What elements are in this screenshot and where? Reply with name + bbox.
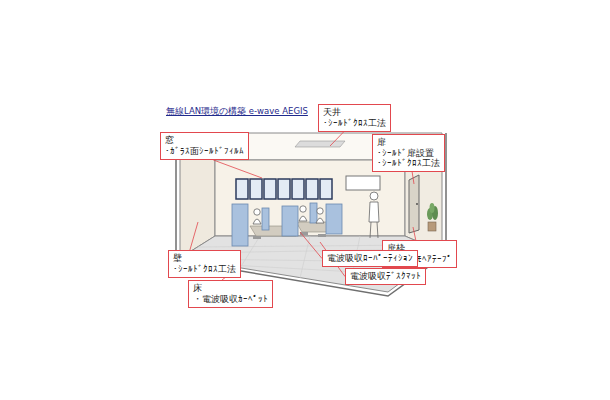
callout-heading: 電波吸収ﾃﾞｽｸﾏｯﾄ — [350, 271, 421, 282]
callout-heading: 電波吸収ﾛｰﾊﾟｰﾃｨｼｮﾝ — [327, 253, 413, 264]
callout-box: 床・電波吸収ｶｰﾍﾟｯﾄ — [188, 280, 273, 308]
diagram-title: 無線LAN環境の構築 e-wave AEGIS — [166, 106, 308, 118]
people — [253, 192, 379, 238]
callout-item: ・ｶﾞﾗｽ面ｼｰﾙﾄﾞﾌｨﾙﾑ — [165, 146, 244, 157]
callout-box: 電波吸収ﾃﾞｽｸﾏｯﾄ — [345, 268, 426, 285]
callout-item: ・ｼｰﾙﾄﾞｸﾛｽ工法 — [377, 158, 440, 169]
callout-heading: 天井 — [323, 107, 386, 118]
callout-item: ・ｼｰﾙﾄﾞ扉設置 — [377, 148, 440, 159]
partitions — [232, 203, 342, 246]
chairs — [253, 232, 326, 239]
leader-line — [412, 172, 414, 184]
leader-line — [190, 222, 198, 250]
callout-heading: 扉 — [377, 137, 440, 148]
leader-line — [300, 232, 322, 259]
leader-line — [213, 160, 262, 178]
callout-box: 電波吸収ﾛｰﾊﾟｰﾃｨｼｮﾝ — [322, 250, 418, 267]
leader-line — [413, 227, 416, 240]
callout-item: ・ｼｰﾙﾄﾞｸﾛｽ工法 — [323, 118, 386, 129]
callout-box: 壁・ｼｰﾙﾄﾞｸﾛｽ工法 — [168, 250, 241, 278]
callout-box: 天井・ｼｰﾙﾄﾞｸﾛｽ工法 — [318, 104, 391, 132]
callout-item: ・電波吸収ｶｰﾍﾟｯﾄ — [193, 294, 268, 305]
callout-heading: 壁 — [173, 253, 236, 264]
callout-heading: 床 — [193, 283, 268, 294]
leader-line — [330, 132, 344, 146]
callout-box: 扉・ｼｰﾙﾄﾞ扉設置・ｼｰﾙﾄﾞｸﾛｽ工法 — [372, 134, 445, 172]
window-row — [236, 179, 332, 199]
plant — [427, 203, 438, 231]
callout-item: ・ｼｰﾙﾄﾞｸﾛｽ工法 — [173, 264, 236, 275]
callout-box: 窓・ｶﾞﾗｽ面ｼｰﾙﾄﾞﾌｨﾙﾑ — [160, 132, 249, 160]
ceiling-light — [295, 141, 345, 147]
callout-heading: 窓 — [165, 135, 244, 146]
whiteboard — [346, 176, 380, 190]
